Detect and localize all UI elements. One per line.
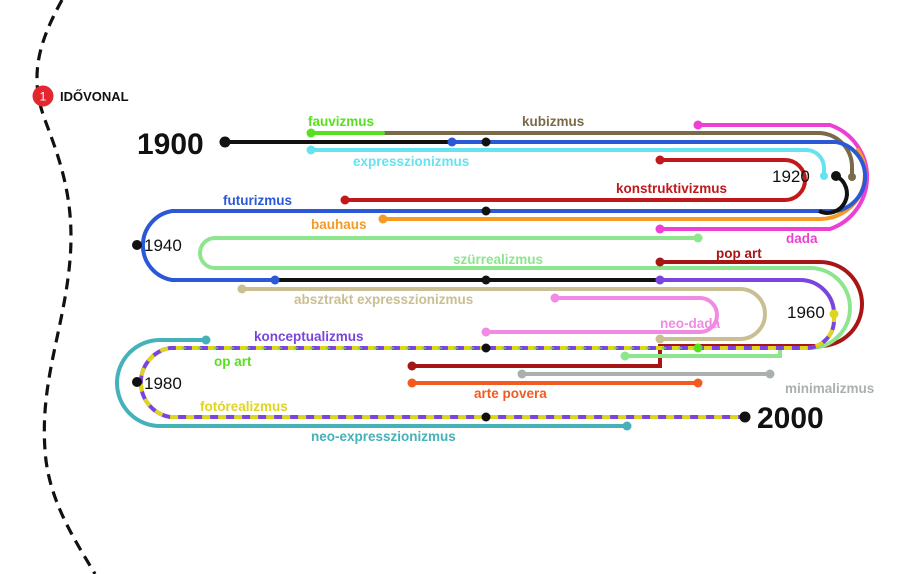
dot-konstruktivizmus-end xyxy=(340,195,350,205)
label-minimalizmus: minimalizmus xyxy=(785,381,874,396)
line-absztrakt xyxy=(240,287,767,341)
dot-2000 xyxy=(739,411,751,423)
dot-szurrealizmus-start xyxy=(693,233,703,243)
label-konstruktivizmus: konstruktivizmus xyxy=(616,181,727,196)
year-1940: 1940 xyxy=(144,236,182,255)
label-arte-povera: arte povera xyxy=(474,386,547,401)
dot-1900 xyxy=(219,136,231,148)
header: 1 IDŐVONAL xyxy=(32,85,129,107)
dot-neo-dada-end xyxy=(481,327,491,337)
dashed-border-line xyxy=(35,0,97,574)
dot-pop-art-start xyxy=(655,257,665,267)
dot-fauvizmus-start xyxy=(306,128,316,138)
dot-expresszionizmus-start xyxy=(306,145,316,155)
year-1960: 1960 xyxy=(787,303,825,322)
label-op-art: op art xyxy=(214,354,252,369)
dot-minimalizmus-end xyxy=(765,369,775,379)
dot-szurrealizmus-end xyxy=(620,351,630,361)
dot-minimalizmus-start xyxy=(517,369,527,379)
line-neo-dada xyxy=(484,296,719,334)
dot-bauhaus-end xyxy=(378,214,388,224)
label-fauvizmus: fauvizmus xyxy=(308,114,374,129)
line-neo-expresszionizmus xyxy=(115,338,629,428)
label-expresszionizmus: expresszionizmus xyxy=(353,154,469,169)
line-expresszionizmus xyxy=(309,148,826,178)
dot-neo-dada-start xyxy=(550,293,560,303)
year-1920: 1920 xyxy=(772,167,810,186)
header-title: IDŐVONAL xyxy=(60,89,129,104)
dot-kubizmus-end xyxy=(848,173,856,181)
dot-konceptualizmus-start xyxy=(655,275,665,285)
dot-absztrakt-start xyxy=(237,284,247,294)
dot-absztrakt-end xyxy=(655,334,665,344)
dot-main-1950 xyxy=(481,275,491,285)
label-szurrealizmus: szürrealizmus xyxy=(453,252,543,267)
year-1980: 1980 xyxy=(144,374,182,393)
dot-main-1930 xyxy=(481,206,491,216)
dot-main-1970 xyxy=(481,343,491,353)
dot-futurizmus-start xyxy=(447,137,457,147)
dot-dada-start xyxy=(693,120,703,130)
label-konceptualizmus: konceptualizmus xyxy=(254,329,364,344)
dot-futurizmus-end xyxy=(270,275,280,285)
dot-dada-end xyxy=(655,224,665,234)
label-fotorealizmus: fotórealizmus xyxy=(200,399,288,414)
dot-1920 xyxy=(831,171,841,181)
dot-1960 xyxy=(829,309,839,319)
label-kubizmus: kubizmus xyxy=(522,114,584,129)
label-absztrakt: absztrakt expresszionizmus xyxy=(294,292,473,307)
dot-op-art-end xyxy=(693,343,703,353)
dot-1940 xyxy=(132,240,142,250)
header-badge-number: 1 xyxy=(40,90,47,104)
header-badge xyxy=(32,85,54,107)
year-2000: 2000 xyxy=(757,402,824,435)
line-szurrealizmus xyxy=(198,236,852,358)
dot-neo-expr-end xyxy=(622,421,632,431)
dot-pop-art-end xyxy=(407,361,417,371)
label-bauhaus: bauhaus xyxy=(311,217,367,232)
station-dots xyxy=(132,120,856,431)
label-pop-art: pop art xyxy=(716,246,762,261)
dot-konstruktivizmus-start xyxy=(655,155,665,165)
line-main-1920 xyxy=(818,174,849,215)
line-konstruktivizmus xyxy=(343,158,807,202)
dot-expresszionizmus-end xyxy=(820,172,828,180)
label-futurizmus: futurizmus xyxy=(223,193,292,208)
dot-arte-povera-end xyxy=(693,378,703,388)
dot-1980 xyxy=(132,377,142,387)
label-dada: dada xyxy=(786,231,818,246)
label-neo-expresszionizmus: neo-expresszionizmus xyxy=(311,429,456,444)
dot-arte-povera-start xyxy=(407,378,417,388)
dot-main-1910 xyxy=(481,137,491,147)
dot-main-1990 xyxy=(481,412,491,422)
year-1900: 1900 xyxy=(137,128,204,161)
dot-neo-expr-start xyxy=(201,335,211,345)
line-futurizmus xyxy=(140,140,868,282)
label-neo-dada: neo-dada xyxy=(660,316,720,331)
